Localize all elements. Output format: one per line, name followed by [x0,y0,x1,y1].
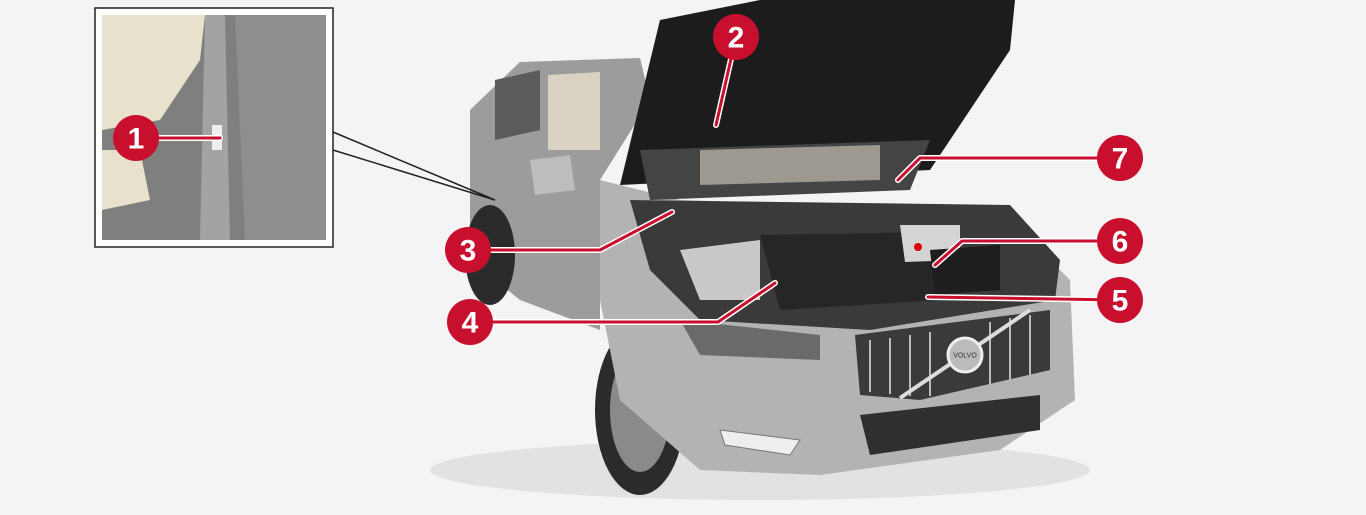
callout-1: 1 [113,115,159,161]
callout-2: 2 [713,14,759,60]
car-illustration: VOLVO [430,0,1090,500]
svg-text:2: 2 [728,22,745,55]
badge-text: VOLVO [953,353,977,360]
svg-text:4: 4 [462,307,479,340]
callout-7: 7 [1097,135,1143,181]
callout-5: 5 [1097,277,1143,323]
callout-3: 3 [445,227,491,273]
volvo-badge [946,336,984,374]
side-mirror [530,155,575,195]
svg-text:7: 7 [1112,143,1129,176]
svg-text:1: 1 [128,123,145,156]
callout-6: 6 [1097,218,1143,264]
svg-text:5: 5 [1112,285,1129,318]
svg-text:6: 6 [1112,226,1129,259]
svg-text:3: 3 [460,235,477,268]
callout-4: 4 [447,299,493,345]
callout-lines [134,35,1122,324]
